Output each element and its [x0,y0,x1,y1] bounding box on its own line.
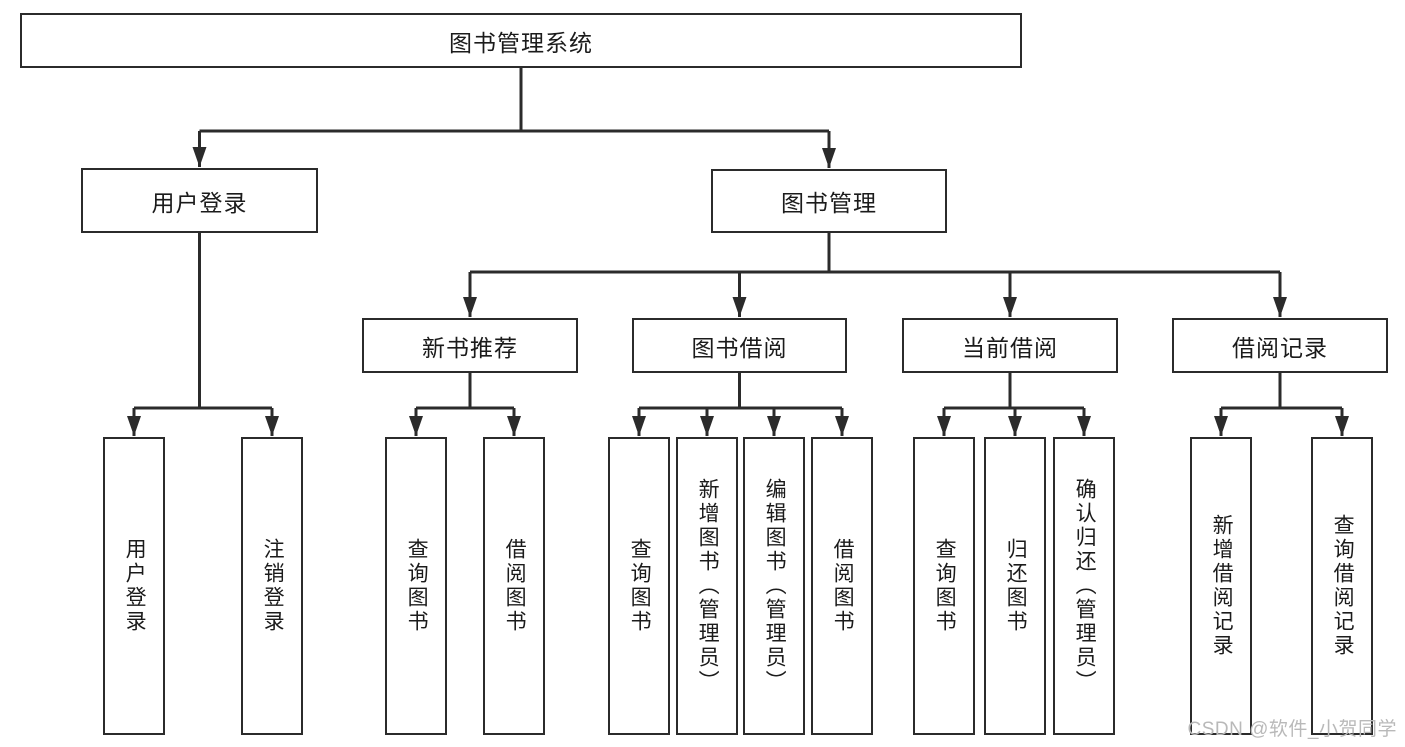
node-user-login[interactable]: 用户登录 [81,168,318,233]
node-label: 借阅图书 [831,538,855,634]
arrow-head [507,416,521,436]
arrow-head [632,416,646,436]
node-leaf-borrow-book-2[interactable]: 借阅图书 [811,437,873,735]
node-borrow-record[interactable]: 借阅记录 [1172,318,1388,373]
arrow-head [463,297,477,317]
arrow-head [1335,416,1349,436]
node-label: 借阅记录 [1232,334,1328,361]
arrow-head [192,147,207,167]
node-leaf-borrow-book-1[interactable]: 借阅图书 [483,437,545,735]
arrow-head [732,297,747,317]
arrow-head [265,416,279,436]
node-book-borrow[interactable]: 图书借阅 [632,318,847,373]
node-label: 用户登录 [123,538,147,634]
node-leaf-add-record[interactable]: 新增借阅记录 [1190,437,1252,735]
arrow-head [835,416,849,436]
node-label: 归还图书 [1004,538,1028,634]
node-label: 借阅图书 [503,538,527,634]
node-leaf-edit-book[interactable]: 编辑图书（管理员） [743,437,805,735]
node-label: 查询图书 [628,538,652,634]
arrow-head [1214,416,1228,436]
arrow-head [409,416,423,436]
node-label: 图书管理系统 [449,29,593,56]
node-label: 查询图书 [933,538,957,634]
arrow-head [822,148,836,168]
node-label: 新书推荐 [422,334,518,361]
arrow-head [127,416,141,436]
node-label: 注销登录 [261,538,285,634]
node-label: 图书管理 [781,190,877,216]
node-leaf-add-book[interactable]: 新增图书（管理员） [676,437,738,735]
node-label: 查询图书 [405,538,429,634]
node-label: 查询借阅记录 [1331,514,1355,658]
arrow-head [937,416,951,436]
node-leaf-query-book-3[interactable]: 查询图书 [913,437,975,735]
node-leaf-query-record[interactable]: 查询借阅记录 [1311,437,1373,735]
node-label: 新增借阅记录 [1210,514,1234,658]
node-label: 用户登录 [151,189,248,216]
arrow-head [1008,416,1022,436]
arrow-head [1077,416,1091,436]
node-label: 当前借阅 [962,334,1058,361]
arrow-head [1273,297,1287,317]
node-root-root[interactable]: 图书管理系统 [20,13,1022,68]
node-leaf-query-book-1[interactable]: 查询图书 [385,437,447,735]
node-label: 编辑图书（管理员） [763,478,787,694]
node-label: 新增图书（管理员） [696,478,720,694]
arrow-head [767,416,781,436]
node-leaf-confirm-return[interactable]: 确认归还（管理员） [1053,437,1115,735]
node-leaf-return-book[interactable]: 归还图书 [984,437,1046,735]
node-current-borrow[interactable]: 当前借阅 [902,318,1118,373]
arrow-head [700,416,714,436]
node-leaf-query-book-2[interactable]: 查询图书 [608,437,670,735]
node-book-manage[interactable]: 图书管理 [711,169,947,233]
node-leaf-user-logout[interactable]: 注销登录 [241,437,303,735]
node-label: 图书借阅 [691,334,788,361]
node-label: 确认归还（管理员） [1073,478,1097,694]
node-new-book-rec[interactable]: 新书推荐 [362,318,578,373]
arrow-head [1003,297,1017,317]
node-leaf-user-login[interactable]: 用户登录 [103,437,165,735]
